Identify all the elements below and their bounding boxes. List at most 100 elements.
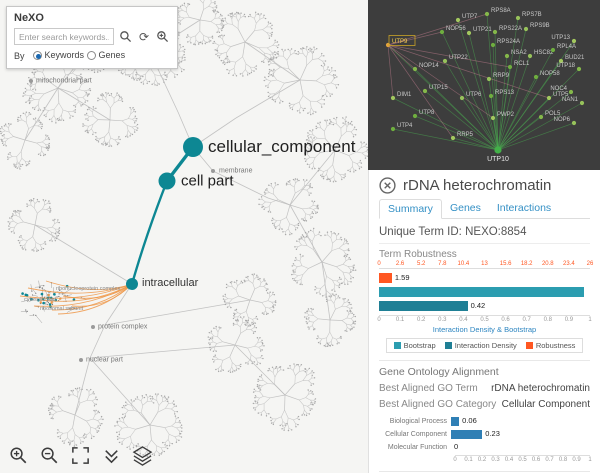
gene-node[interactable]: [385, 42, 391, 48]
gene-node[interactable]: [466, 30, 472, 36]
gene-node-label[interactable]: UTP6: [466, 92, 482, 98]
hub-gene-node-label[interactable]: UTP10: [487, 156, 509, 163]
gene-node-label[interactable]: UTP18: [556, 63, 575, 69]
gene-node-label[interactable]: RPS7B: [522, 12, 542, 18]
gene-node-label[interactable]: UTP7: [462, 14, 478, 20]
tab-summary[interactable]: Summary: [379, 199, 442, 219]
zoom-to-result-icon[interactable]: [155, 29, 170, 44]
gene-node[interactable]: [550, 47, 556, 53]
gene-node-label[interactable]: RRP9: [493, 73, 510, 79]
gene-node-label[interactable]: PWP2: [497, 112, 515, 118]
ontology-tree-canvas[interactable]: [0, 0, 368, 473]
gene-node[interactable]: [488, 93, 494, 99]
term-node-dot[interactable]: [158, 172, 176, 190]
gene-node[interactable]: [523, 26, 529, 32]
gene-node[interactable]: [442, 58, 448, 64]
term-node-label[interactable]: intracellular: [142, 277, 199, 289]
gene-node-label[interactable]: NOP58: [540, 71, 560, 77]
gene-node-label[interactable]: UTP22: [449, 55, 468, 61]
gene-node-label[interactable]: DIM1: [397, 92, 412, 98]
gene-node-label[interactable]: UTP15: [429, 85, 448, 91]
term-node-label[interactable]: membrane: [219, 167, 253, 175]
term-node-label[interactable]: protein complex: [98, 323, 148, 331]
layers-icon[interactable]: [132, 445, 153, 466]
gene-node-label[interactable]: NOP56: [446, 26, 466, 32]
term-node-label[interactable]: ribonucleoprotein complex: [56, 286, 121, 292]
gene-node[interactable]: [439, 29, 445, 35]
gene-node[interactable]: [459, 95, 465, 101]
zoom-out-icon[interactable]: [39, 445, 60, 466]
term-node-label[interactable]: nuclear part: [86, 356, 123, 364]
gene-node[interactable]: [546, 95, 552, 101]
reset-icon[interactable]: ⟳: [138, 29, 150, 44]
search-by-genes-radio[interactable]: Genes: [86, 50, 125, 60]
term-node-label[interactable]: cytosolic part: [24, 297, 57, 303]
gene-node[interactable]: [568, 89, 574, 95]
gene-node-label[interactable]: UTP13: [551, 35, 570, 41]
gene-node[interactable]: [492, 29, 498, 35]
gene-node-label[interactable]: RPL4A: [557, 44, 576, 50]
gene-node-label[interactable]: NAN1: [562, 97, 579, 103]
gene-node[interactable]: [412, 113, 418, 119]
gene-node-label[interactable]: RCL1: [514, 61, 530, 67]
gene-node[interactable]: [490, 42, 496, 48]
gene-node-label[interactable]: RPS24A: [497, 39, 520, 45]
term-node-label[interactable]: cellular_component: [208, 137, 356, 156]
gene-node[interactable]: [507, 64, 513, 70]
search-input[interactable]: [14, 28, 114, 45]
gene-node-label[interactable]: RPS8A: [491, 8, 511, 14]
term-node-label[interactable]: cell part: [181, 172, 234, 190]
zoom-in-icon[interactable]: [8, 445, 29, 466]
gene-node[interactable]: [484, 11, 490, 17]
gene-node[interactable]: [533, 74, 539, 80]
gene-node-label[interactable]: NOP14: [419, 63, 439, 69]
gene-node[interactable]: [538, 114, 544, 120]
hub-gene-node[interactable]: [494, 146, 502, 154]
term-node-dot[interactable]: [183, 137, 203, 157]
search-by-keywords-radio[interactable]: Keywords: [32, 50, 84, 60]
term-node-dot[interactable]: [126, 278, 138, 290]
gene-node[interactable]: [390, 126, 396, 132]
gene-node[interactable]: [390, 95, 396, 101]
term-node-dot[interactable]: [79, 358, 83, 362]
gene-node[interactable]: [450, 135, 456, 141]
gene-node-label[interactable]: BUD21: [565, 55, 585, 61]
search-icon[interactable]: [118, 29, 133, 44]
fit-screen-icon[interactable]: [70, 445, 91, 466]
term-node-dot[interactable]: [29, 79, 33, 83]
gene-node-label[interactable]: RRP5: [457, 132, 474, 138]
gene-node-label[interactable]: NOP6: [554, 117, 571, 123]
gene-node[interactable]: [576, 66, 582, 72]
gene-node[interactable]: [571, 120, 577, 126]
gene-node[interactable]: [527, 53, 533, 59]
gene-node-label[interactable]: NSA2: [511, 50, 527, 56]
gene-node[interactable]: [422, 88, 428, 94]
term-node-label[interactable]: ribosomal subunit: [40, 306, 84, 312]
gene-node-label[interactable]: RPS9B: [530, 23, 550, 29]
tab-genes[interactable]: Genes: [449, 202, 481, 214]
gene-node-label[interactable]: HSC82: [534, 50, 554, 56]
gene-node-label[interactable]: UTP4: [397, 123, 413, 129]
gene-node-label[interactable]: UTP8: [419, 110, 435, 116]
gene-node[interactable]: [490, 115, 496, 121]
tab-interactions[interactable]: Interactions: [496, 202, 552, 214]
gene-node-label[interactable]: POL5: [545, 111, 561, 117]
collapse-chevrons-icon[interactable]: [101, 445, 122, 466]
gene-node[interactable]: [412, 66, 418, 72]
term-node-dot[interactable]: [211, 169, 215, 173]
gene-node-label[interactable]: UTP9: [392, 39, 408, 45]
term-node-label[interactable]: mitochondrial part: [36, 77, 92, 85]
gene-node-label[interactable]: UTP5: [553, 92, 569, 98]
gene-node[interactable]: [579, 100, 585, 106]
gene-node-label[interactable]: RPS22A: [499, 26, 522, 32]
gene-node-label[interactable]: RPS13: [495, 90, 515, 96]
gene-node[interactable]: [455, 17, 461, 23]
close-icon[interactable]: [379, 177, 396, 194]
gene-node[interactable]: [571, 38, 577, 44]
gene-node[interactable]: [558, 58, 564, 64]
gene-node[interactable]: [486, 76, 492, 82]
gene-node[interactable]: [504, 53, 510, 59]
